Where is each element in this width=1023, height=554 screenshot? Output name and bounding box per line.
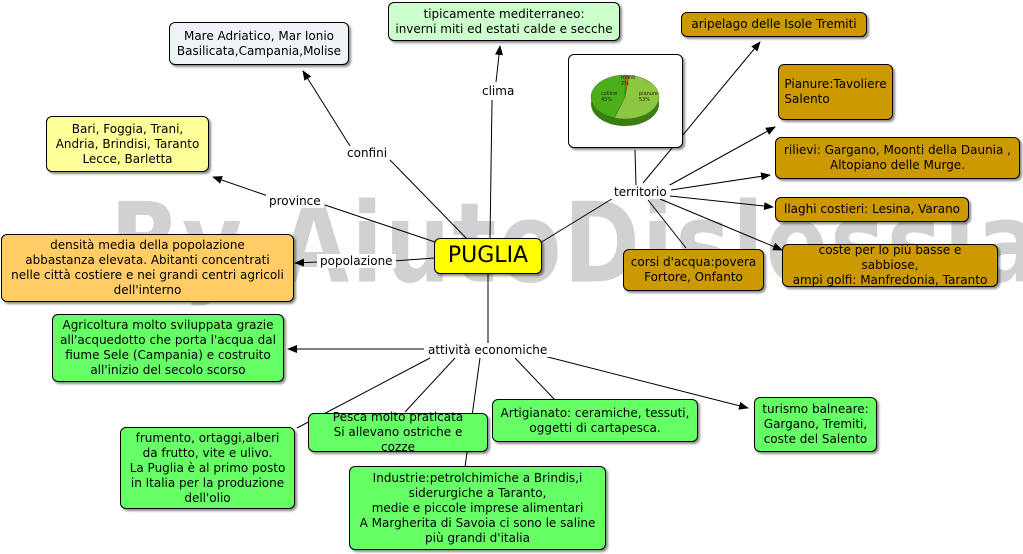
node-artigianato-text: Artigianato: ceramiche, tessuti, oggetti… — [500, 405, 690, 435]
node-frumento-olio[interactable]: frumento, ortaggi,alberi da frutto, vite… — [120, 427, 295, 509]
node-clima-text: tipicamente mediterraneo: inverni miti e… — [395, 6, 613, 36]
link-attivita-economiche: attività economiche — [425, 343, 551, 357]
node-isole-tremiti[interactable]: aripelago delle Isole Tremiti — [681, 12, 867, 37]
node-pianure-text: Pianure:Tavoliere Salento — [784, 77, 887, 106]
node-industrie-text: Industrie:petrolchimiche a Brindis,i sid… — [359, 470, 596, 545]
node-rilievi-text: rilievi: Gargano, Moonti della Daunia , … — [784, 143, 1011, 172]
link-territorio: territorio — [611, 185, 670, 199]
pie-slice-pianure — [614, 74, 660, 120]
node-popolazione-text: densità media della popolazione abbastan… — [11, 238, 284, 297]
link-popolazione: popolazione — [317, 254, 396, 268]
node-confini-text: Mare Adriatico, Mar Ionio Basilicata,Cam… — [176, 28, 342, 58]
node-rilievi[interactable]: rilievi: Gargano, Moonti della Daunia , … — [775, 137, 1020, 179]
node-corsi-acqua[interactable]: corsi d'acqua:povera Fortore, Onfanto — [623, 249, 764, 291]
node-agricoltura[interactable]: Agricoltura molto sviluppata grazie all'… — [52, 314, 284, 382]
node-turismo-text: turismo balneare: Gargano, Tremiti, cost… — [762, 402, 869, 446]
node-pianure[interactable]: Pianure:Tavoliere Salento — [778, 64, 893, 120]
central-topic-puglia[interactable]: PUGLIA — [434, 238, 542, 274]
node-laghi[interactable]: llaghi costieri: Lesina, Varano — [775, 197, 969, 222]
node-frumento-olio-text: frumento, ortaggi,alberi da frutto, vite… — [129, 430, 286, 505]
node-coste-text: coste per lo più basse e sabbiose, ampi … — [792, 243, 988, 287]
node-pesca[interactable]: Pesca molto praticata Si allevano ostric… — [308, 410, 488, 454]
node-province[interactable]: Bari, Foggia, Trani, Andria, Brindisi, T… — [46, 116, 209, 172]
node-coste[interactable]: coste per lo più basse e sabbiose, ampi … — [782, 243, 998, 287]
node-artigianato[interactable]: Artigianato: ceramiche, tessuti, oggetti… — [492, 399, 698, 442]
node-popolazione[interactable]: densità media della popolazione abbastan… — [1, 234, 294, 302]
link-province: province — [266, 194, 324, 208]
node-province-text: Bari, Foggia, Trani, Andria, Brindisi, T… — [55, 121, 200, 166]
central-topic-label: PUGLIA — [447, 243, 529, 268]
node-industrie[interactable]: Industrie:petrolchimiche a Brindis,i sid… — [349, 466, 606, 550]
node-corsi-acqua-text: corsi d'acqua:povera Fortore, Onfanto — [630, 255, 757, 284]
node-laghi-text: llaghi costieri: Lesina, Varano — [783, 202, 961, 216]
node-turismo[interactable]: turismo balneare: Gargano, Tremiti, cost… — [754, 397, 877, 452]
pie-slice-colline — [590, 74, 626, 119]
node-clima[interactable]: tipicamente mediterraneo: inverni miti e… — [388, 2, 620, 41]
node-pesca-text: Pesca molto praticata Si allevano ostric… — [332, 410, 464, 454]
node-confini[interactable]: Mare Adriatico, Mar Ionio Basilicata,Cam… — [169, 22, 349, 65]
node-isole-tremiti-text: aripelago delle Isole Tremiti — [691, 17, 857, 31]
node-agricoltura-text: Agricoltura molto sviluppata grazie all'… — [60, 318, 276, 377]
link-confini: confini — [344, 146, 391, 160]
link-clima: clima — [479, 84, 518, 98]
